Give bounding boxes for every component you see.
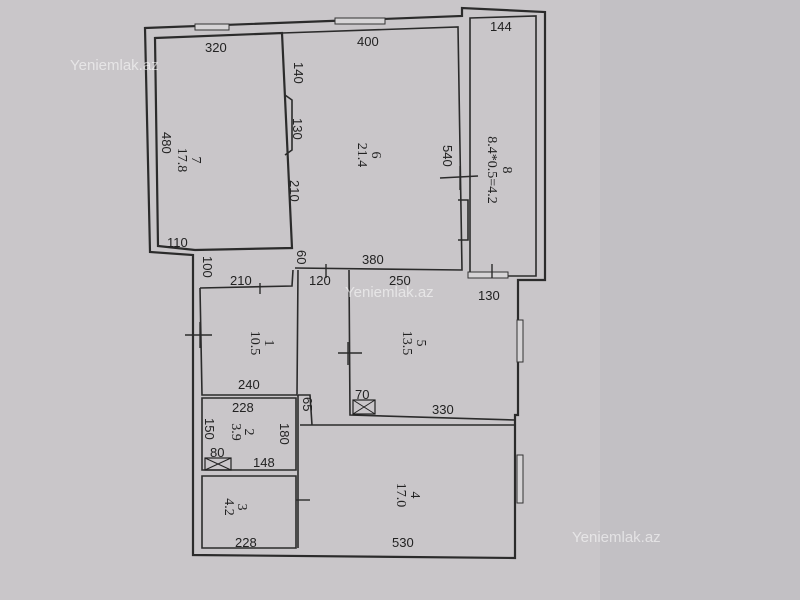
room-labels: 7 17.8 6 21.4 8 8.4*0.5=4.2 1 10.5 5 13.… bbox=[174, 136, 514, 515]
dim-250: 250 bbox=[389, 273, 411, 288]
svg-text:17.0: 17.0 bbox=[393, 483, 408, 508]
dim-150: 150 bbox=[202, 418, 217, 440]
svg-text:3.9: 3.9 bbox=[228, 423, 243, 441]
dim-180: 180 bbox=[277, 423, 292, 445]
dim-330: 330 bbox=[432, 402, 454, 417]
room-6-label: 6 21.4 bbox=[354, 143, 383, 168]
paper-margin bbox=[600, 0, 800, 600]
svg-text:17.8: 17.8 bbox=[174, 148, 189, 173]
dim-228-bottom: 228 bbox=[235, 535, 257, 550]
dim-540: 540 bbox=[440, 145, 455, 167]
dim-228-top: 228 bbox=[232, 400, 254, 415]
dim-65: 65 bbox=[300, 397, 315, 411]
dimension-labels: 320 400 144 140 130 540 480 210 110 100 … bbox=[159, 19, 512, 550]
room-4-label: 4 17.0 bbox=[393, 483, 422, 508]
dim-148: 148 bbox=[253, 455, 275, 470]
door-marks bbox=[185, 166, 493, 501]
dim-480: 480 bbox=[159, 132, 174, 154]
room-3-label: 3 4.2 bbox=[221, 498, 249, 516]
dim-210-room1: 210 bbox=[230, 273, 252, 288]
dim-140: 140 bbox=[291, 62, 306, 84]
watermark-middle: Yeniemlak.az bbox=[345, 284, 434, 301]
dim-144: 144 bbox=[490, 19, 512, 34]
svg-text:4: 4 bbox=[407, 492, 422, 499]
dim-240: 240 bbox=[238, 377, 260, 392]
room-8-label: 8 8.4*0.5=4.2 bbox=[484, 136, 514, 203]
outer-wall bbox=[143, 6, 547, 560]
dim-530: 530 bbox=[392, 535, 414, 550]
svg-text:3: 3 bbox=[234, 504, 249, 511]
windows bbox=[194, 17, 524, 504]
dim-400: 400 bbox=[357, 34, 379, 49]
svg-text:8: 8 bbox=[499, 167, 514, 174]
svg-text:7: 7 bbox=[188, 157, 203, 164]
dim-120: 120 bbox=[309, 273, 331, 288]
dim-100: 100 bbox=[200, 256, 215, 278]
svg-text:13.5: 13.5 bbox=[399, 331, 414, 356]
dim-320: 320 bbox=[205, 40, 227, 55]
dim-380: 380 bbox=[362, 252, 384, 267]
svg-text:2: 2 bbox=[241, 429, 256, 436]
dim-130-corridor: 130 bbox=[478, 288, 500, 303]
room-7-wall bbox=[153, 31, 294, 252]
dim-80: 80 bbox=[210, 445, 224, 460]
dim-210-room6: 210 bbox=[287, 180, 302, 202]
svg-text:8.4*0.5=4.2: 8.4*0.5=4.2 bbox=[484, 136, 499, 203]
dim-70: 70 bbox=[355, 387, 369, 402]
watermark-top: Yeniemlak.az bbox=[70, 57, 159, 74]
room-7-label: 7 17.8 bbox=[174, 148, 203, 173]
svg-text:5: 5 bbox=[413, 340, 428, 347]
vent-marks bbox=[204, 399, 376, 471]
room-5-label: 5 13.5 bbox=[399, 331, 428, 356]
svg-text:1: 1 bbox=[261, 340, 276, 347]
svg-text:4.2: 4.2 bbox=[221, 498, 236, 516]
room-1-label: 1 10.5 bbox=[247, 331, 276, 356]
dim-110: 110 bbox=[167, 235, 188, 250]
svg-text:10.5: 10.5 bbox=[247, 331, 262, 356]
svg-text:21.4: 21.4 bbox=[354, 143, 369, 168]
room-2-label: 2 3.9 bbox=[228, 423, 256, 441]
watermarks: Yeniemlak.az Yeniemlak.az Yeniemlak.az bbox=[70, 57, 661, 546]
interior-walls bbox=[199, 15, 537, 549]
svg-text:6: 6 bbox=[368, 152, 383, 159]
dim-60: 60 bbox=[294, 250, 309, 264]
dim-130-wall: 130 bbox=[290, 118, 305, 140]
watermark-bottom: Yeniemlak.az bbox=[572, 529, 661, 546]
